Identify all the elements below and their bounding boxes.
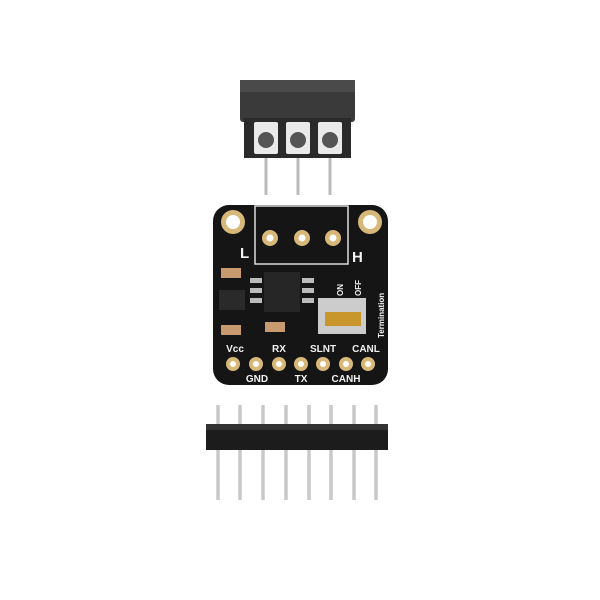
pin-label-gnd: GND — [246, 374, 268, 385]
pin-header — [206, 405, 388, 500]
transceiver-chip — [264, 272, 300, 312]
label-on: ON — [336, 284, 345, 296]
label-l: L — [240, 245, 249, 262]
can-transceiver-board: L H ON OFF Termination Vcc RX SLNT CANL … — [213, 205, 388, 385]
label-off: OFF — [354, 280, 363, 296]
pin-label-canh: CANH — [332, 374, 361, 385]
pin-label-canl: CANL — [352, 344, 380, 355]
pin-label-slnt: SLNT — [310, 344, 336, 355]
label-termination: Termination — [377, 293, 386, 338]
pin-label-tx: TX — [295, 374, 308, 385]
screw-terminal-block — [240, 80, 355, 195]
pin-label-vcc: Vcc — [226, 344, 244, 355]
label-h: H — [352, 249, 363, 266]
pin-label-rx: RX — [272, 344, 286, 355]
